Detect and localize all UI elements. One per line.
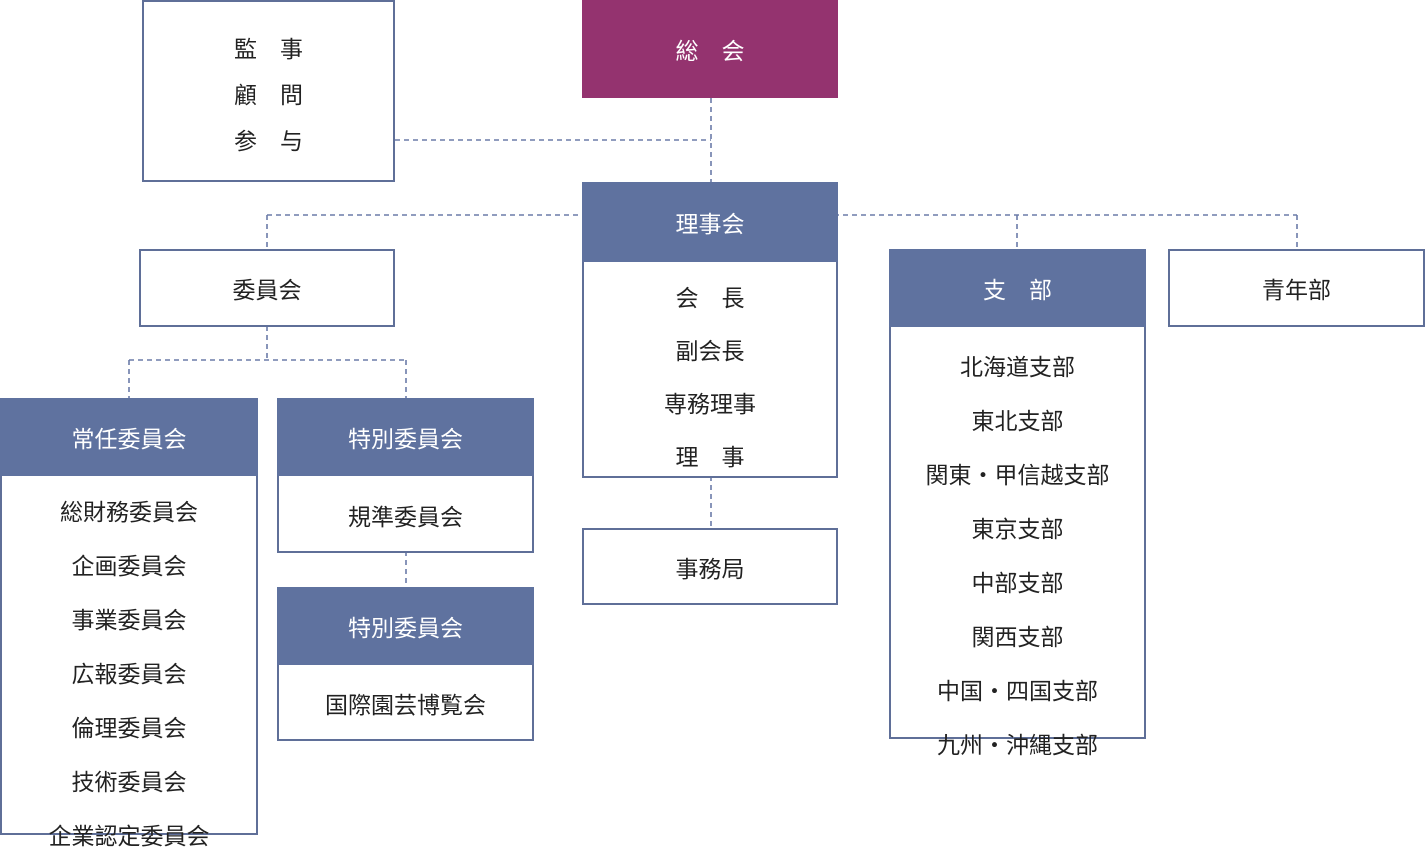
board-member-director: 理 事 <box>675 445 745 471</box>
standing-committee-item: 倫理委員会 <box>71 716 187 742</box>
special-committee-title-2: 特別委員会 <box>348 616 463 642</box>
board-box: 理事会 会 長 副会長 専務理事 理 事 <box>582 182 838 478</box>
special-committee-box-2: 特別委員会 国際園芸博覧会 <box>277 587 534 741</box>
board-member-executive-director: 専務理事 <box>664 392 756 418</box>
branches-title: 支 部 <box>983 278 1052 304</box>
branch-item: 関東・甲信越支部 <box>925 463 1110 489</box>
advisor-auditor: 監 事 <box>234 37 303 63</box>
advisors-box: 監 事 顧 問 参 与 <box>142 0 395 182</box>
standing-committee-box: 常任委員会 総財務委員会 企画委員会 事業委員会 広報委員会 倫理委員会 技術委… <box>0 398 258 850</box>
standing-committee-item: 技術委員会 <box>71 770 187 796</box>
special-committee-header-1: 特別委員会 <box>277 398 534 476</box>
board-member-vice-chairman: 副会長 <box>675 339 745 365</box>
youth-division-box: 青年部 <box>1168 249 1425 327</box>
standing-committee-item: 企画委員会 <box>71 554 187 580</box>
general-assembly-box: 総 会 <box>582 0 838 98</box>
standing-committee-item: 事業委員会 <box>71 608 187 634</box>
standards-committee-item: 規準委員会 <box>348 505 463 531</box>
board-title: 理事会 <box>675 212 745 238</box>
youth-division-title: 青年部 <box>1262 278 1331 304</box>
standing-committee-title: 常任委員会 <box>71 427 187 453</box>
special-committee-list-2: 国際園芸博覧会 <box>279 686 532 720</box>
board-members-list: 会 長 副会長 専務理事 理 事 <box>584 279 836 472</box>
branch-item: 九州・沖縄支部 <box>937 733 1098 759</box>
branch-item: 東北支部 <box>971 409 1064 435</box>
standing-committee-item: 企業認定委員会 <box>48 824 210 850</box>
board-member-chairman: 会 長 <box>675 286 745 312</box>
branch-item: 北海道支部 <box>960 355 1075 381</box>
branch-item: 中部支部 <box>971 571 1064 597</box>
board-header: 理事会 <box>582 182 838 262</box>
special-committee-header-2: 特別委員会 <box>277 587 534 665</box>
standing-committee-item: 広報委員会 <box>71 662 187 688</box>
general-assembly-title: 総 会 <box>675 39 745 65</box>
special-committee-title-1: 特別委員会 <box>348 427 463 453</box>
branch-item: 東京支部 <box>971 517 1064 543</box>
special-committee-list-1: 規準委員会 <box>279 498 532 532</box>
committee-title: 委員会 <box>232 278 302 304</box>
branches-list: 北海道支部 東北支部 関東・甲信越支部 東京支部 中部支部 関西支部 中国・四国… <box>891 348 1144 760</box>
standing-committee-item: 総財務委員会 <box>60 500 198 526</box>
standing-committee-list: 総財務委員会 企画委員会 事業委員会 広報委員会 倫理委員会 技術委員会 企業認… <box>2 493 256 851</box>
branches-box: 支 部 北海道支部 東北支部 関東・甲信越支部 東京支部 中部支部 関西支部 中… <box>889 249 1146 759</box>
branch-item: 関西支部 <box>971 625 1064 651</box>
secretariat-title: 事務局 <box>675 556 745 583</box>
branch-item: 中国・四国支部 <box>937 679 1098 705</box>
secretariat-box: 事務局 <box>582 528 838 605</box>
committee-box: 委員会 <box>139 249 395 327</box>
standing-committee-header: 常任委員会 <box>0 398 258 476</box>
horticultural-expo-item: 国際園芸博覧会 <box>325 693 486 719</box>
advisor-adviser: 参 与 <box>234 129 303 155</box>
special-committee-box-1: 特別委員会 規準委員会 <box>277 398 534 553</box>
advisors-list: 監 事 顧 問 参 与 <box>144 30 393 156</box>
advisor-counselor: 顧 問 <box>234 83 303 109</box>
branches-header: 支 部 <box>889 249 1146 327</box>
